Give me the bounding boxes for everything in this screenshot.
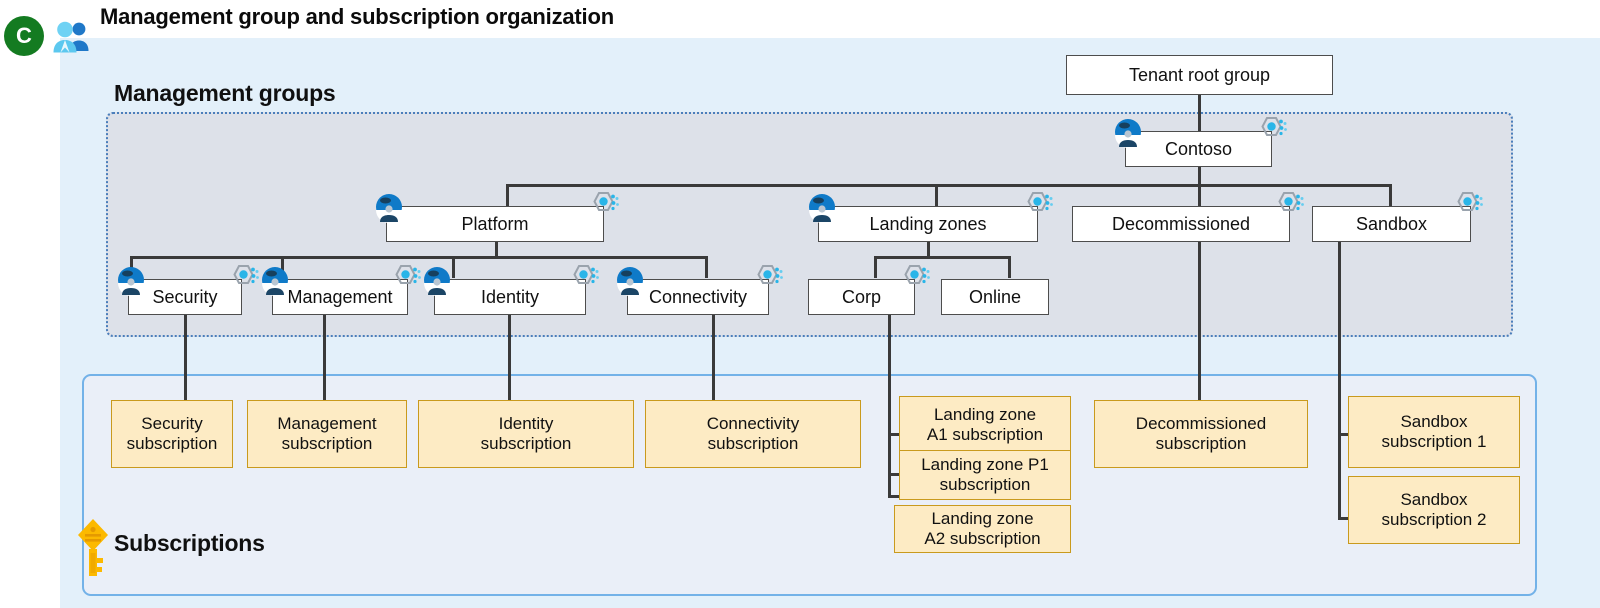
- mg-node-label: Security: [152, 286, 218, 307]
- connector-landingzones-bus: [874, 256, 1011, 259]
- subscription-label-line2: subscription: [126, 434, 218, 453]
- mg-node-label: Landing zones: [869, 213, 987, 234]
- connector-sandbox-trunk: [1338, 240, 1341, 519]
- connector-bus-identity: [452, 256, 455, 278]
- mg-node-online[interactable]: Online: [941, 279, 1049, 315]
- tenant-badge: C: [4, 16, 44, 56]
- mg-node-label: Contoso: [1164, 138, 1233, 159]
- mg-node-identity[interactable]: Identity: [434, 279, 586, 315]
- mg-node-landing-zones[interactable]: Landing zones: [818, 206, 1038, 242]
- connector-bus-connectivity: [705, 256, 708, 278]
- connector-management-subscription: [323, 313, 326, 400]
- subscription-node-landing-zone-p1[interactable]: Landing zone P1 subscription: [899, 450, 1071, 500]
- subscription-node-identity[interactable]: Identity subscription: [418, 400, 634, 468]
- connector-sandbox-sub1: [1338, 433, 1350, 436]
- mg-node-decommissioned[interactable]: Decommissioned: [1072, 206, 1290, 242]
- subscription-label-line2: subscription 1: [1381, 432, 1487, 451]
- mg-node-management[interactable]: Management: [272, 279, 408, 315]
- page-title: Management group and subscription organi…: [100, 4, 614, 29]
- mg-node-platform[interactable]: Platform: [386, 206, 604, 242]
- subscription-label-line2: A1 subscription: [926, 425, 1044, 444]
- management-groups-heading: Management groups: [114, 80, 336, 106]
- subscription-node-management[interactable]: Management subscription: [247, 400, 407, 468]
- connector-bus-online: [1008, 256, 1011, 278]
- mg-node-label: Corp: [841, 286, 881, 307]
- users-icon: [50, 20, 94, 59]
- mg-node-label: Connectivity: [648, 286, 748, 307]
- subscription-label-line2: A2 subscription: [924, 529, 1041, 548]
- mg-node-sandbox[interactable]: Sandbox: [1312, 206, 1471, 242]
- subscription-node-security[interactable]: Security subscription: [111, 400, 233, 468]
- subscription-node-sandbox-1[interactable]: Sandbox subscription 1: [1348, 396, 1520, 468]
- subscription-label-line1: Security: [141, 414, 203, 434]
- connector-root-contoso: [1198, 95, 1201, 133]
- connector-bus-decommissioned: [1198, 184, 1201, 206]
- connector-platform-bus: [130, 256, 708, 259]
- subscription-label-line2: subscription 2: [1381, 510, 1487, 529]
- subscription-label-line2: subscription: [707, 434, 799, 453]
- subscription-label-line2: subscription: [939, 475, 1031, 494]
- subscription-node-landing-zone-a1[interactable]: Landing zone A1 subscription: [899, 396, 1071, 454]
- connector-decommissioned-subscription: [1198, 240, 1201, 400]
- subscription-label-line1: Sandbox: [1400, 412, 1468, 432]
- connector-corp-lz-a1: [888, 433, 900, 436]
- connector-bus-corp: [874, 256, 877, 278]
- subscription-label-line1: Landing zone P1: [921, 455, 1049, 475]
- connector-security-subscription: [184, 313, 187, 400]
- mg-node-label: Identity: [480, 286, 540, 307]
- connector-bus-landingzones: [935, 184, 938, 206]
- subscription-label-line1: Landing zone: [933, 405, 1037, 425]
- subscription-label-line1: Connectivity: [706, 414, 800, 434]
- connector-landingzones-down: [927, 240, 930, 258]
- mg-node-label: Management: [287, 286, 393, 307]
- subscriptions-heading: Subscriptions: [114, 530, 265, 556]
- subscription-label-line1: Management: [277, 414, 377, 434]
- mg-node-label: Online: [968, 286, 1022, 307]
- subscription-label-line2: subscription: [281, 434, 373, 453]
- subscription-node-landing-zone-a2[interactable]: Landing zone A2 subscription: [894, 505, 1071, 553]
- subscription-node-sandbox-2[interactable]: Sandbox subscription 2: [1348, 476, 1520, 544]
- subscription-label-line1: Identity: [498, 414, 554, 434]
- mg-node-tenant-root-group[interactable]: Tenant root group: [1066, 55, 1333, 95]
- connector-platform-down: [495, 240, 498, 258]
- connector-identity-subscription: [508, 313, 511, 400]
- subscription-node-connectivity[interactable]: Connectivity subscription: [645, 400, 861, 468]
- connector-sandbox-sub2: [1338, 517, 1350, 520]
- connector-corp-lz-p1: [888, 473, 900, 476]
- mg-node-label: Tenant root group: [1128, 64, 1271, 85]
- mg-node-corp[interactable]: Corp: [808, 279, 915, 315]
- subscription-label-line2: subscription: [1155, 434, 1247, 453]
- connector-corp-lz-a2: [888, 495, 900, 498]
- subscription-label-line2: subscription: [480, 434, 572, 453]
- subscription-label-line1: Sandbox: [1400, 490, 1468, 510]
- mg-node-label: Sandbox: [1355, 213, 1428, 234]
- mg-node-contoso[interactable]: Contoso: [1125, 131, 1272, 167]
- subscription-label-line1: Landing zone: [931, 509, 1034, 529]
- connector-level2-bus: [506, 184, 1392, 187]
- subscription-node-decommissioned[interactable]: Decommissioned subscription: [1094, 400, 1308, 468]
- connector-contoso-down: [1198, 166, 1201, 186]
- connector-bus-management: [281, 256, 284, 278]
- mg-node-connectivity[interactable]: Connectivity: [627, 279, 769, 315]
- connector-corp-trunk: [888, 313, 891, 497]
- connector-bus-platform: [506, 184, 509, 206]
- subscription-label-line1: Decommissioned: [1135, 414, 1267, 434]
- connector-connectivity-subscription: [712, 313, 715, 400]
- mg-node-label: Decommissioned: [1111, 213, 1251, 234]
- mg-node-label: Platform: [461, 213, 529, 234]
- mg-node-security[interactable]: Security: [128, 279, 242, 315]
- key-icon: [76, 518, 110, 583]
- connector-bus-sandbox: [1389, 184, 1392, 206]
- connector-bus-security: [130, 256, 133, 278]
